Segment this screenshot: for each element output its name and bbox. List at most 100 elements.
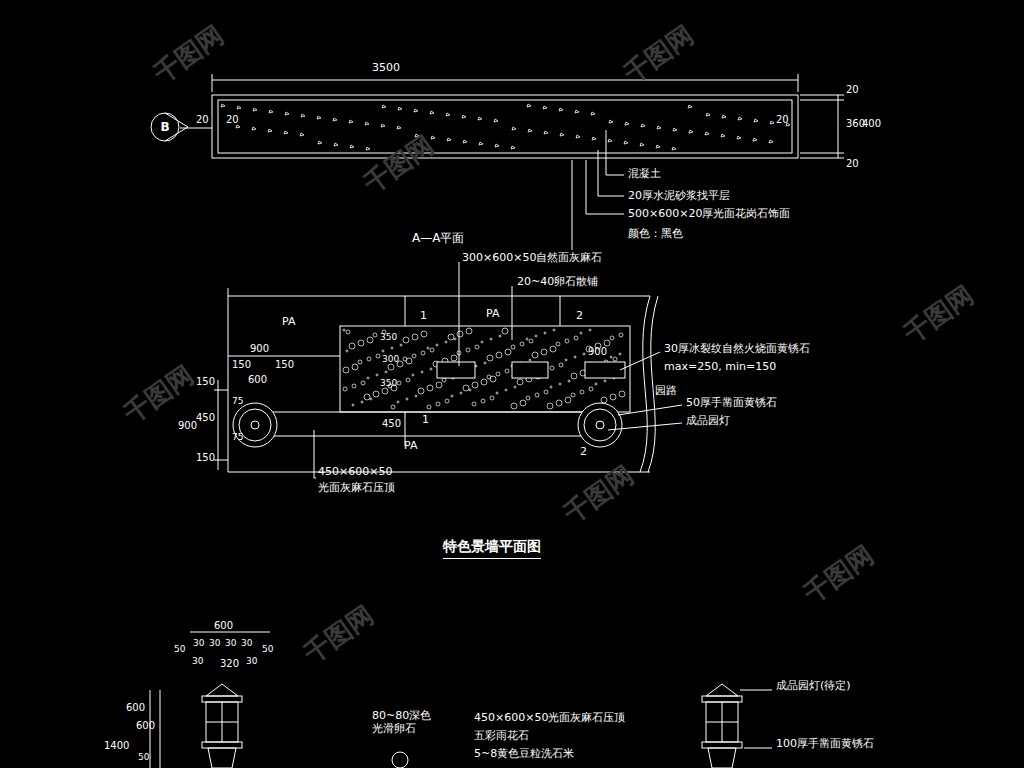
pebble (466, 328, 472, 334)
annotation: 300 (382, 354, 399, 364)
annotation: 20 (846, 158, 859, 170)
annotation: 350 (380, 332, 397, 342)
pebble (412, 354, 416, 358)
pebble (550, 386, 552, 388)
pebble (556, 400, 562, 406)
annotation: 50 (262, 644, 273, 654)
concrete-speck (608, 139, 612, 142)
pebble (613, 357, 617, 361)
annotation: 500×600×20厚光面花岗石饰面 (628, 208, 790, 221)
pebble (412, 374, 414, 376)
concrete-speck (333, 118, 337, 121)
pebble (499, 335, 501, 337)
pebble (397, 381, 401, 385)
pebble (418, 388, 424, 394)
annotation: 100厚手凿面黄锈石 (776, 738, 874, 751)
pebble (583, 353, 585, 355)
concrete-speck (431, 136, 435, 139)
marker-letter: B (150, 112, 180, 142)
concrete-speck (317, 116, 321, 119)
pebble (421, 331, 427, 337)
pebble (481, 341, 483, 343)
annotation: 600 (136, 720, 155, 732)
concrete-speck (236, 125, 240, 128)
pebble (349, 343, 355, 349)
concrete-speck (446, 113, 450, 116)
pebble (346, 350, 348, 352)
concrete-speck (657, 126, 661, 129)
pebble (496, 372, 500, 376)
pebble (565, 339, 569, 343)
concrete-speck (754, 119, 758, 122)
concrete-speck (527, 104, 531, 107)
annotation: 50 (174, 644, 185, 654)
pebble (451, 355, 457, 361)
pebble (406, 378, 410, 382)
annotation: 75 (232, 396, 243, 406)
annotation: 成品园灯 (686, 415, 730, 428)
annotation: 50厚手凿面黄锈石 (686, 397, 777, 410)
pebble (547, 403, 553, 409)
annotation: PA (486, 308, 499, 321)
concrete-speck (494, 119, 498, 122)
pebble (565, 359, 567, 361)
concrete-speck (770, 121, 774, 124)
pebble (601, 397, 607, 403)
pebble (550, 366, 554, 370)
pebble (406, 358, 412, 364)
drawing-title: 特色景墙平面图 (443, 538, 541, 559)
annotation: 园路 (655, 385, 677, 398)
watermark: 千图网 (558, 460, 639, 529)
annotation: 600 (248, 374, 267, 386)
annotation: 150 (232, 359, 251, 371)
pebble (481, 399, 485, 403)
concrete-speck (350, 145, 354, 148)
annotation: PA (404, 440, 417, 453)
annotation: 450 (196, 412, 215, 424)
concrete-speck (559, 108, 563, 111)
pebble (571, 393, 575, 397)
annotation: 450×600×50光面灰麻石压顶 (474, 712, 625, 725)
pebble (559, 363, 563, 367)
annotation: 150 (275, 359, 294, 371)
annotation: A—A平面 (412, 232, 464, 246)
pebble (460, 392, 462, 394)
concrete-speck (285, 112, 289, 115)
concrete-speck (478, 117, 482, 120)
annotation: 30 (241, 638, 252, 648)
annotation: 1400 (104, 740, 129, 752)
pebble (343, 367, 349, 373)
pebble (400, 344, 402, 346)
concrete-speck (721, 134, 725, 137)
pebble (610, 336, 614, 340)
concrete-speck (543, 106, 547, 109)
pebble (427, 385, 433, 391)
annotation: 30 (192, 656, 203, 666)
concrete-speck (253, 108, 257, 111)
pebble (595, 383, 597, 385)
concrete-speck (609, 120, 613, 123)
concrete-speck (221, 104, 225, 107)
pebble (589, 387, 593, 391)
pebble (610, 356, 612, 358)
annotation: 20~40卵石散铺 (517, 276, 598, 289)
concrete-speck (252, 127, 256, 130)
annotation: 320 (220, 658, 239, 670)
annotation: PA (282, 316, 295, 329)
concrete-speck (365, 122, 369, 125)
pebble (376, 354, 380, 358)
pebble (343, 387, 347, 391)
concrete-speck (334, 143, 338, 146)
annotation: 20 (776, 114, 789, 126)
annotation: 80~80深色光滑卵石 (372, 710, 438, 735)
pebble (496, 392, 498, 394)
annotation: 五彩雨花石 (474, 730, 529, 743)
pebble (502, 328, 508, 334)
concrete-speck (688, 105, 692, 108)
pebble (382, 350, 384, 352)
concrete-speck (397, 126, 401, 129)
pebble (574, 356, 576, 358)
annotation: 30 (193, 638, 204, 648)
watermark: 千图网 (798, 540, 879, 609)
pebble (436, 344, 438, 346)
